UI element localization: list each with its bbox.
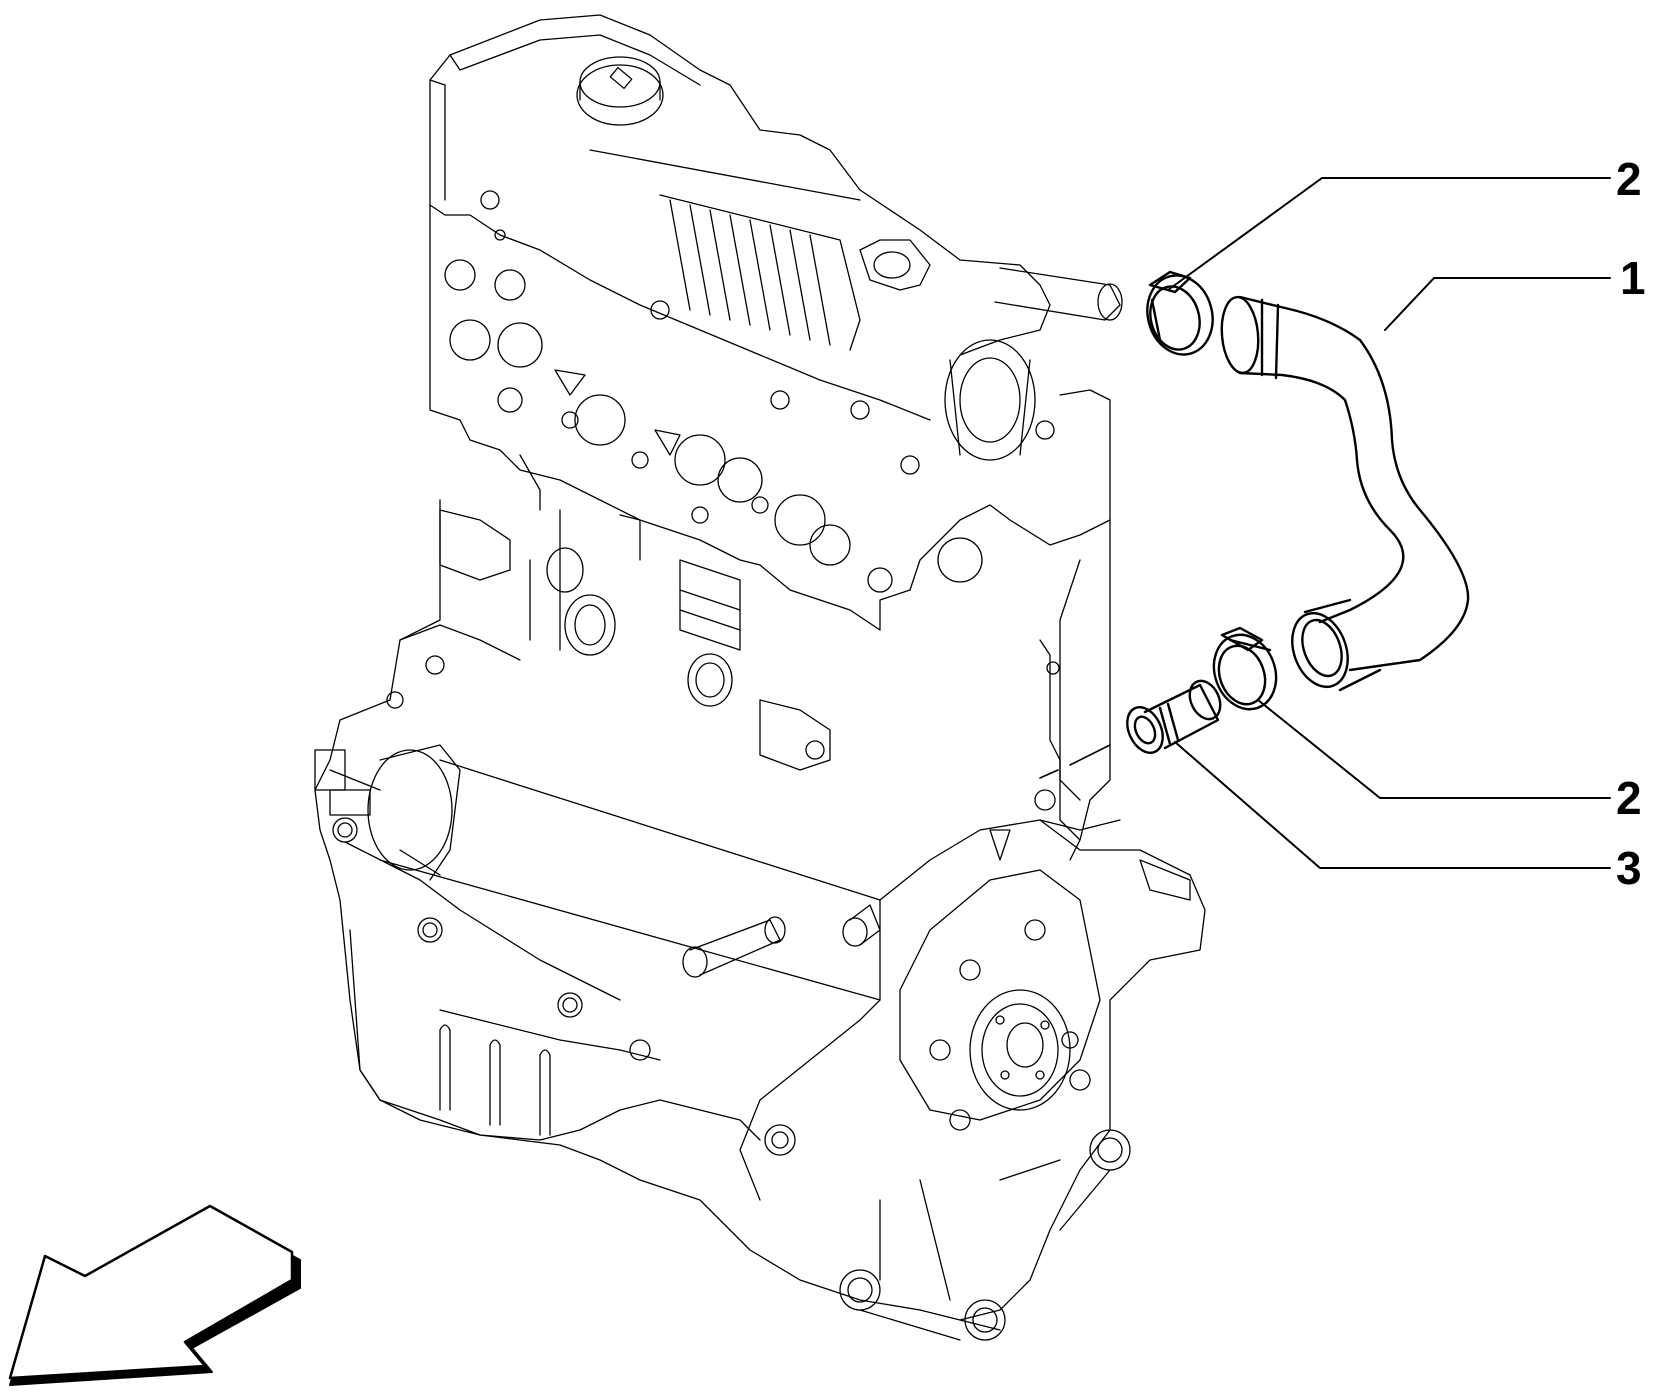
callout-leaders <box>1167 177 1611 869</box>
leader-1 <box>1384 277 1611 331</box>
block-body <box>314 499 1111 1331</box>
oil-pump-housing <box>314 744 881 1018</box>
assembly-dashline <box>1039 744 1111 779</box>
orientation-arrow-icon <box>8 1204 301 1386</box>
callout-3: 3 <box>1616 842 1642 894</box>
head-ports <box>429 204 1111 631</box>
part-1-coolant-hose <box>1220 295 1470 692</box>
oil-sump <box>349 929 761 1141</box>
cylinder-head <box>429 14 1123 475</box>
part-2-hose-clamp-lower <box>1212 626 1278 711</box>
leader-2-top <box>1167 177 1611 291</box>
leader-3 <box>1174 741 1611 869</box>
callout-1: 1 <box>1620 252 1646 304</box>
part-2-hose-clamp-upper <box>1146 270 1214 356</box>
callout-2-top: 2 <box>1616 153 1642 205</box>
callout-2-bottom: 2 <box>1616 772 1642 824</box>
part-3-pipe-fitting <box>1126 679 1222 754</box>
bell-housing <box>739 819 1206 1341</box>
leader-2-bottom <box>1257 699 1611 799</box>
engine-block <box>314 14 1206 1341</box>
